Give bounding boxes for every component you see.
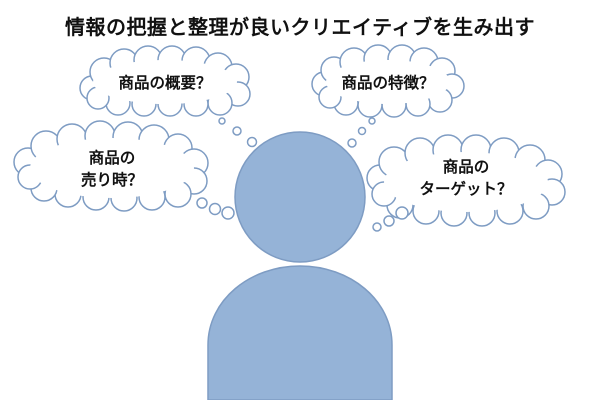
target-question-line2: ターゲット？: [419, 179, 512, 198]
thought-bubbles-timing: [196, 197, 235, 220]
timing-question-line1: 商品の: [89, 148, 136, 167]
thought-cloud-features: 商品の特徴？: [311, 44, 465, 118]
page-title: 情報の把握と整理が良いクリエイティブを生み出す: [65, 15, 535, 39]
thought-bubbles-features: [347, 117, 376, 148]
overview-question: 商品の概要？: [118, 73, 211, 92]
thought-cloud-target: 商品の ターゲット？: [366, 134, 566, 227]
thought-cloud-timing: 商品の 売り時？: [13, 120, 209, 212]
person-head: [234, 131, 366, 263]
person-icon: [207, 131, 393, 400]
features-question: 商品の特徴？: [341, 73, 434, 92]
timing-question-line2: 売り時？: [81, 170, 143, 189]
target-question-line1: 商品の: [443, 157, 490, 176]
thought-bubbles-target: [372, 206, 409, 232]
person-body: [207, 265, 393, 400]
thought-cloud-overview: 商品の概要？: [79, 45, 251, 117]
thought-bubbles-overview: [218, 117, 258, 148]
